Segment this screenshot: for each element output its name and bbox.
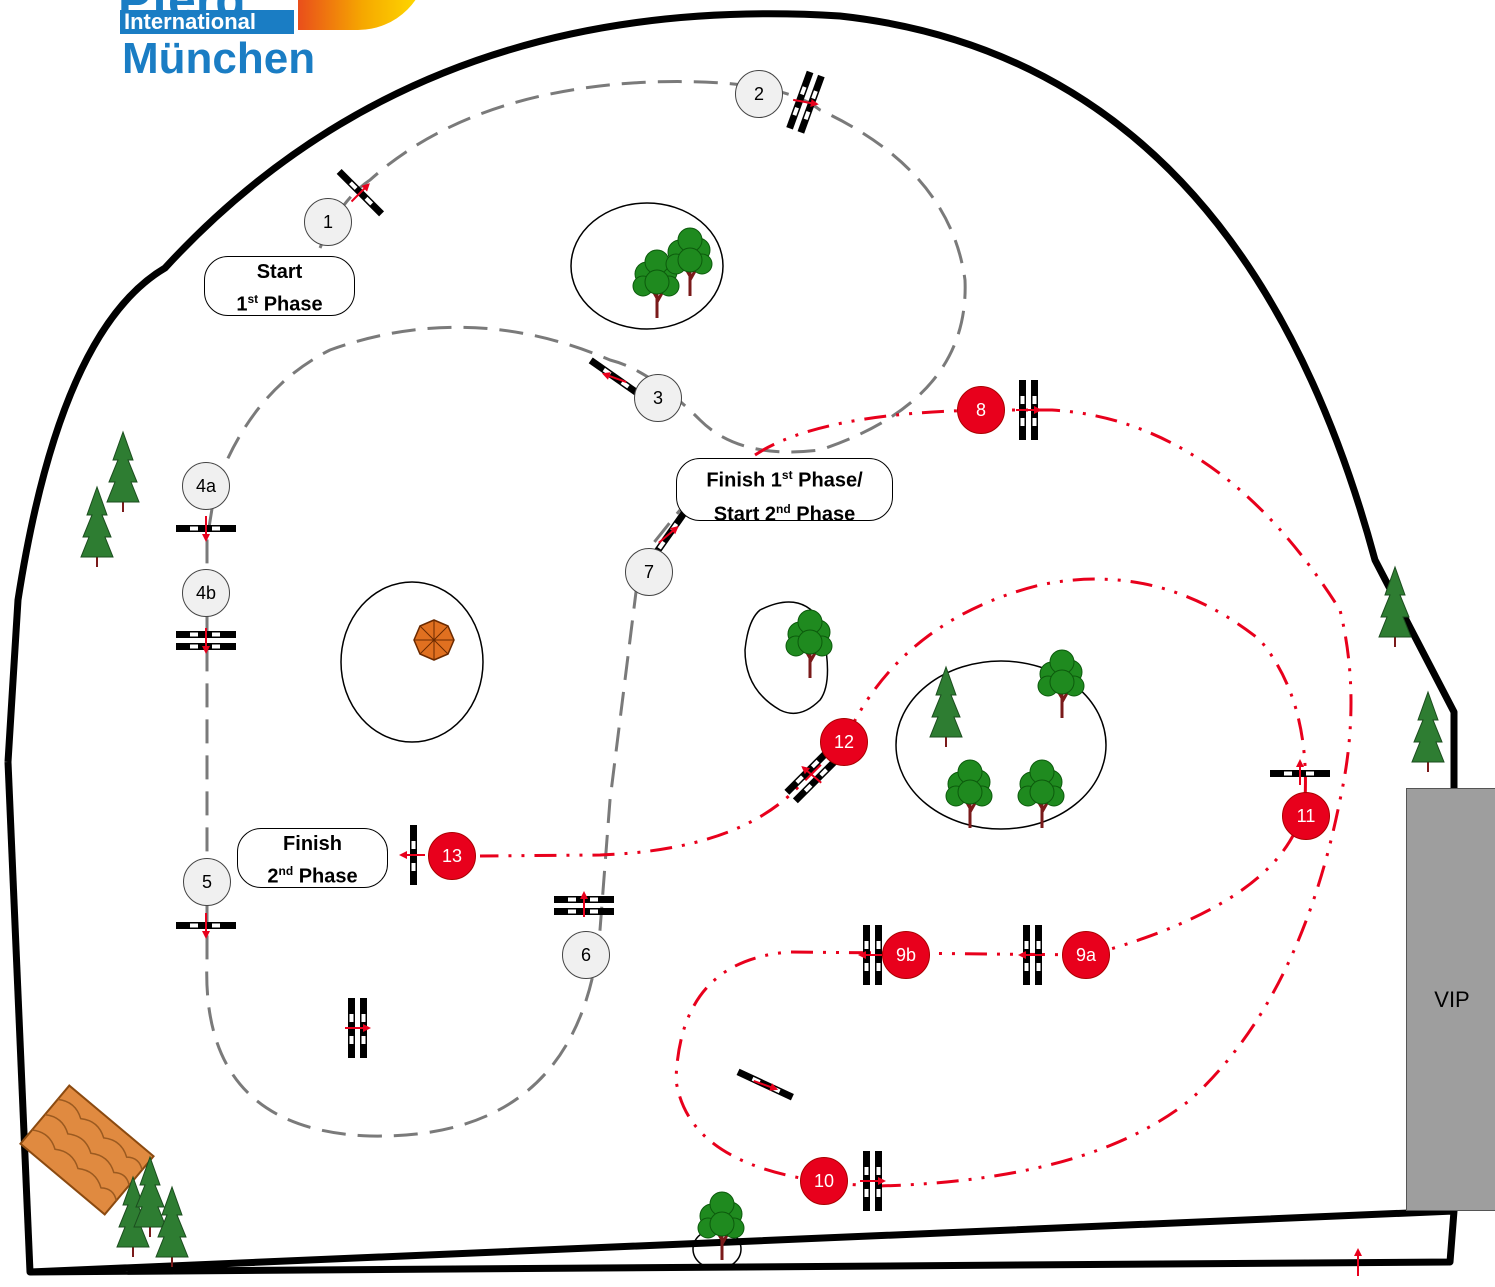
finish1-line: Finish 1st Phase/	[706, 468, 863, 492]
obstacle-9b: 9b	[882, 931, 930, 979]
start-phase1-line2: 1st Phase	[236, 292, 323, 316]
obstacle-10: 10	[800, 1157, 848, 1205]
umbrella-icon	[413, 619, 455, 661]
tree-enclosure-right	[895, 660, 1107, 830]
jump-fence-icon	[336, 168, 385, 217]
arena-boundary-left	[4, 761, 34, 1273]
deciduous-tree-icon	[665, 227, 713, 296]
conifer-tree-icon	[1378, 565, 1412, 647]
conifer-tree-icon	[80, 485, 114, 567]
jump-fence-icon	[176, 628, 236, 654]
route-phase1	[205, 80, 967, 1138]
umbrella-enclosure	[340, 581, 484, 743]
obstacle-9a: 9a	[1062, 931, 1110, 979]
obstacle-7: 7	[625, 548, 673, 596]
jump-fence-icon	[860, 1151, 886, 1211]
label-finish-phase2: Finish 2nd Phase	[237, 828, 388, 888]
logo-top: Pferd	[118, 0, 348, 10]
jump-fence-icon	[588, 357, 642, 398]
obstacle-4b: 4b	[182, 569, 230, 617]
label-start-phase1: Start 1st Phase	[204, 256, 355, 316]
conifer-tree-icon	[1411, 690, 1445, 772]
deciduous-tree-icon	[785, 609, 833, 678]
obstacle-5: 5	[183, 858, 231, 906]
jump-fence-icon	[648, 508, 689, 562]
arena-boundary	[4, 10, 1458, 1276]
vip-stand: VIP	[1406, 788, 1495, 1211]
conifer-tree-icon	[133, 1155, 167, 1237]
obstacle-4a: 4a	[182, 462, 230, 510]
jump-fence-icon	[736, 1068, 794, 1101]
deciduous-tree-icon	[1037, 649, 1085, 718]
logo-band: International	[120, 10, 294, 34]
jump-fence-icon	[345, 998, 371, 1058]
obstacle-12: 12	[820, 718, 868, 766]
finish-phase2-line1: Finish	[283, 833, 342, 855]
deciduous-tree-icon	[945, 759, 993, 828]
logo-city: München	[122, 34, 316, 83]
conifer-tree-icon	[929, 665, 963, 747]
conifer-tree-icon	[106, 430, 140, 512]
jump-fence-icon	[399, 825, 425, 885]
deciduous-tree-icon	[697, 1191, 745, 1260]
conifer-tree-icon	[155, 1185, 189, 1267]
route-phase2	[479, 408, 1353, 1188]
obstacle-2: 2	[735, 70, 783, 118]
vip-label: VIP	[1434, 986, 1470, 1012]
jump-fence-icon	[176, 516, 236, 542]
entrance-arrow-icon	[1354, 1248, 1362, 1276]
jump-fence-icon	[176, 913, 236, 939]
jump-fence-icon	[1018, 925, 1044, 985]
jump-fence-icon	[1270, 759, 1330, 785]
obstacle-3: 3	[634, 374, 682, 422]
obstacle-6: 6	[562, 931, 610, 979]
tree-enclosure-top	[570, 202, 724, 330]
jump-fence-icon	[1016, 380, 1042, 440]
obstacle-13: 13	[428, 832, 476, 880]
obstacle-1: 1	[304, 198, 352, 246]
hay-roof-icon	[19, 1084, 155, 1216]
obstacle-8: 8	[957, 386, 1005, 434]
start-phase1-line1: Start	[256, 261, 303, 283]
jump-fence-icon	[554, 891, 614, 917]
finish-phase2-line2: 2nd Phase	[267, 864, 358, 888]
jump-fence-icon	[858, 925, 884, 985]
jump-fence-icon	[784, 747, 841, 804]
deciduous-tree-icon	[1017, 759, 1065, 828]
jump-fence-icon	[786, 70, 825, 134]
start2-line: Start 2nd Phase	[713, 501, 856, 526]
obstacle-11: 11	[1282, 792, 1330, 840]
label-finish1-start2: Finish 1st Phase/ Start 2nd Phase	[676, 458, 893, 525]
